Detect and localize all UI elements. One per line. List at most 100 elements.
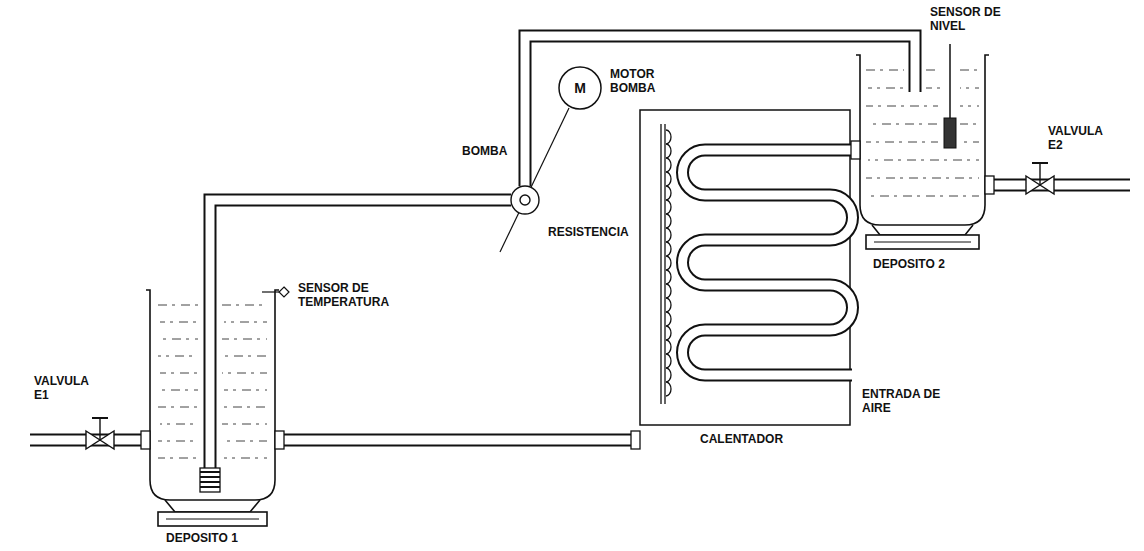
resistor-symbol: [661, 124, 671, 404]
motor-letter: M: [574, 81, 586, 95]
temperature-sensor: [262, 287, 289, 297]
sensor-lead: [262, 291, 279, 292]
water-line: [926, 88, 940, 89]
water-surface: [866, 70, 979, 196]
part-label: ENTRADA DE AIRE: [862, 388, 943, 416]
discharge-pipe-bore: [525, 36, 915, 187]
water-line: [158, 407, 198, 408]
coupling: [141, 431, 150, 449]
suction-pipe-bore: [210, 200, 512, 471]
water-line: [222, 339, 267, 340]
water-line: [866, 70, 904, 71]
water-line: [222, 305, 267, 306]
coupling: [631, 431, 640, 449]
resistor-bar: [660, 124, 661, 404]
valve-handle: [1032, 162, 1048, 164]
tank-base: [158, 512, 267, 526]
part-label: VALVULA E2: [1048, 125, 1105, 153]
sensor-float: [944, 118, 956, 148]
water-line: [868, 124, 938, 125]
tank-wall: [146, 290, 279, 500]
water-line: [222, 407, 267, 408]
return-pipe: [275, 434, 640, 447]
strainer-ring: [200, 486, 220, 488]
part-label: RESISTENCIA: [548, 226, 629, 240]
part-label: CALENTADOR: [700, 433, 783, 447]
water-line: [224, 458, 267, 459]
water-line: [160, 424, 198, 425]
water-line: [224, 390, 267, 391]
coupling: [851, 141, 860, 159]
water-surface: [158, 305, 267, 458]
water-line: [866, 178, 979, 179]
water-line: [960, 88, 979, 89]
pipe-couplings: [141, 141, 994, 449]
water-line: [222, 424, 267, 425]
tank-base: [866, 235, 979, 249]
water-line: [868, 196, 979, 197]
water-line: [222, 373, 267, 374]
outlet-pipe-bore: [984, 181, 1131, 190]
heater-coil: [683, 150, 861, 375]
valve-symbol: [86, 418, 114, 449]
water-line: [960, 124, 979, 125]
valve-stem: [99, 418, 100, 440]
strainer-ring: [200, 481, 220, 483]
part-label: DEPOSITO 1: [166, 532, 238, 546]
tank-wall: [856, 55, 989, 225]
part-label: BOMBA: [462, 145, 507, 159]
strainer-ring: [200, 471, 220, 473]
water-line: [158, 441, 198, 442]
sensor-symbol: [279, 287, 289, 297]
water-line: [222, 356, 267, 357]
part-label: SENSOR DE TEMPERATURA: [298, 282, 392, 310]
pump-casing: [511, 186, 539, 214]
motor-circle: M: [558, 66, 602, 110]
discharge-pipe: [525, 36, 915, 186]
strainer-body: [200, 468, 220, 492]
suction-strainer: [200, 468, 220, 492]
water-line: [158, 305, 198, 306]
water-line: [158, 390, 198, 391]
suction-pipe: [210, 200, 511, 470]
level-sensor: [944, 44, 956, 148]
resistor-coil: [666, 130, 671, 396]
valve-symbol: [1026, 163, 1054, 194]
water-line: [868, 88, 904, 89]
tank-base-line: [166, 519, 259, 520]
water-line: [960, 106, 979, 107]
water-line: [868, 160, 979, 161]
water-line: [158, 356, 198, 357]
part-label: VALVULA E1: [34, 375, 91, 403]
water-line: [160, 373, 198, 374]
pipe-outline: [30, 36, 1130, 470]
water-line: [222, 441, 267, 442]
water-line: [158, 339, 198, 340]
tank-2: [856, 55, 989, 249]
heater-coil-bore: [683, 150, 862, 375]
water-line: [160, 322, 198, 323]
part-label: DEPOSITO 2: [873, 258, 945, 272]
return-pipe-bore: [274, 436, 641, 445]
pipe-bore: [29, 36, 1131, 471]
water-line: [224, 322, 267, 323]
outlet-pipe: [985, 179, 1130, 192]
valve-stem: [1039, 163, 1040, 185]
coupling: [985, 176, 994, 194]
tank-support: [165, 500, 260, 512]
tank-1: [146, 290, 279, 526]
part-label: SENSOR DE NIVEL: [930, 6, 1003, 34]
pump-impeller: [520, 195, 530, 205]
resistor-bar: [664, 124, 665, 404]
pump-symbol: [511, 186, 539, 214]
water-line: [158, 458, 196, 459]
coupling: [275, 431, 284, 449]
water-line: [926, 70, 940, 71]
water-line: [866, 106, 938, 107]
motor-circle-outline: [559, 67, 601, 109]
water-line: [960, 70, 979, 71]
water-line: [960, 142, 979, 143]
tank-base-line: [874, 242, 971, 243]
tank-support: [872, 225, 973, 235]
